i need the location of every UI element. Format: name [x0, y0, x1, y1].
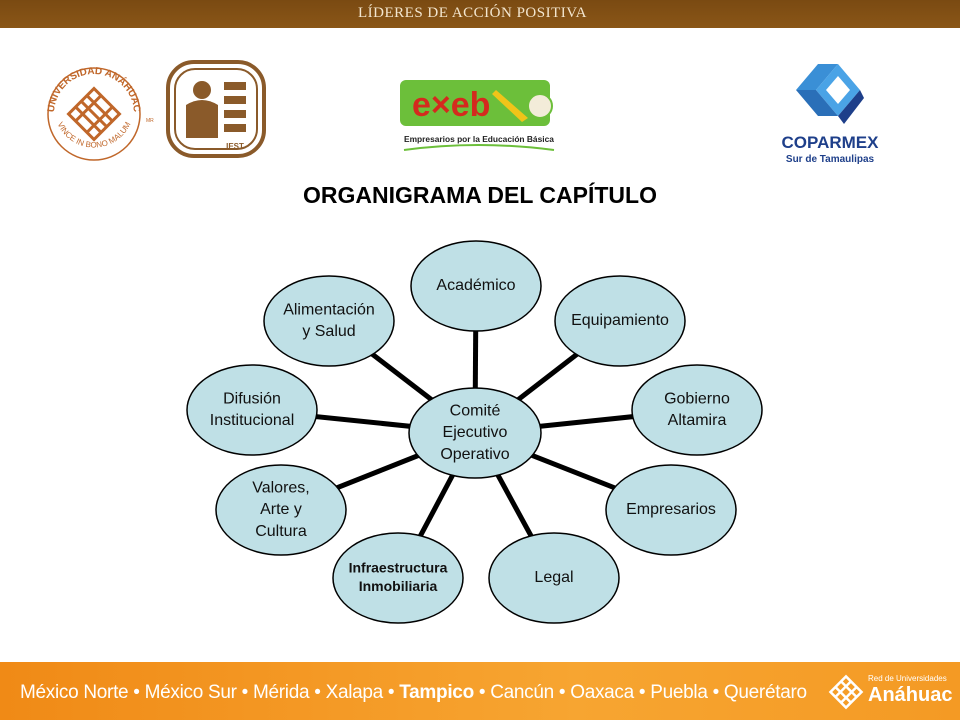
anahuac-seal-logo: UNIVERSIDAD ANÁHUAC VINCE IN BONO MALUM …	[46, 66, 154, 161]
campus-separator: •	[707, 682, 724, 703]
banner-title: LÍDERES DE ACCIÓN POSITIVA	[358, 5, 587, 21]
alimentacion-label-line: Alimentación	[283, 301, 375, 318]
gobierno-label-line: Altamira	[668, 412, 727, 429]
center-ellipse	[408, 387, 542, 479]
campus-separator: •	[309, 682, 326, 703]
infraestructura-label-line: Inmobiliaria	[359, 578, 438, 594]
infraestructura-label-line: Infraestructura	[349, 559, 448, 575]
red-anahuac-icon	[828, 674, 864, 710]
network-name: Anáhuac	[868, 684, 953, 706]
valores-ellipse	[215, 464, 347, 556]
coparmex-logo: COPARMEX Sur de Tamaulipas	[782, 64, 880, 165]
empresarios-ellipse	[605, 464, 737, 556]
valores-label-line: Cultura	[255, 523, 307, 540]
difusion-label-line: Institucional	[210, 412, 295, 429]
valores-label-line: Valores,	[252, 480, 310, 497]
difusion-ellipse	[186, 364, 318, 456]
node-valores: Valores, Arte y Cultura	[215, 464, 347, 556]
alimentacion-ellipse	[263, 275, 395, 367]
top-banner: LÍDERES DE ACCIÓN POSITIVA	[0, 0, 960, 28]
node-legal: Legal	[488, 532, 620, 624]
campus-separator: •	[382, 682, 400, 703]
iest-text: IEST	[226, 142, 244, 151]
node-equipamiento: Equipamiento	[554, 275, 686, 367]
campus-name: Mérida	[252, 682, 310, 703]
legal-label-line: Legal	[534, 569, 573, 586]
campus-list: México Norte • México Sur • Mérida • Xal…	[20, 682, 807, 704]
coparmex-wordmark: COPARMEX	[782, 133, 880, 152]
node-academico: Académico	[410, 240, 542, 332]
campus-name: Cancún	[490, 682, 554, 703]
node-alimentacion: Alimentación y Salud	[263, 275, 395, 367]
empresarios-label-line: Empresarios	[626, 501, 716, 518]
center-label-line: Comité	[450, 403, 501, 420]
exeb-wordmark: e×eb	[412, 86, 490, 124]
exeb-caption: Empresarios por la Educación Básica	[404, 134, 554, 144]
anahuac-mark: MR	[146, 118, 154, 124]
iest-seal-logo: IEST	[166, 60, 266, 158]
difusion-label-line: Difusión	[223, 390, 281, 407]
campus-separator: •	[553, 682, 571, 703]
campus-name: Puebla	[650, 682, 708, 703]
academico-label-line: Académico	[436, 277, 515, 294]
campus-name: Tampico	[399, 682, 474, 703]
gobierno-ellipse	[631, 364, 763, 456]
campus-name: México Sur	[144, 682, 237, 703]
campus-name: Oaxaca	[570, 682, 634, 703]
academico-ellipse	[410, 240, 542, 332]
page-title: ORGANIGRAMA DEL CAPÍTULO	[303, 182, 657, 208]
campus-separator: •	[128, 682, 145, 703]
network-label: Red de Universidades	[868, 674, 947, 683]
equipamiento-ellipse	[554, 275, 686, 367]
gobierno-label-line: Gobierno	[664, 390, 730, 407]
coparmex-subtitle: Sur de Tamaulipas	[786, 154, 875, 165]
center-label-line: Operativo	[440, 446, 509, 463]
alimentacion-label-line: y Salud	[302, 323, 355, 340]
footer-banner: México Norte • México Sur • Mérida • Xal…	[0, 662, 960, 720]
center-label-line: Ejecutivo	[443, 424, 508, 441]
campus-separator: •	[473, 682, 491, 703]
equipamiento-label-line: Equipamiento	[571, 312, 669, 329]
legal-ellipse	[488, 532, 620, 624]
exeb-logo: e×eb Empresarios por la Educación Básica	[400, 80, 558, 151]
valores-label-line: Arte y	[260, 501, 302, 518]
campus-separator: •	[236, 682, 253, 703]
node-empresarios: Empresarios	[605, 464, 737, 556]
infraestructura-ellipse	[332, 532, 464, 624]
campus-name: Xalapa	[325, 682, 384, 703]
campus-separator: •	[633, 682, 651, 703]
campus-name: México Norte	[20, 682, 129, 703]
campus-name: Querétaro	[723, 682, 807, 703]
red-anahuac-logo: Red de Universidades Anáhuac	[828, 670, 953, 714]
